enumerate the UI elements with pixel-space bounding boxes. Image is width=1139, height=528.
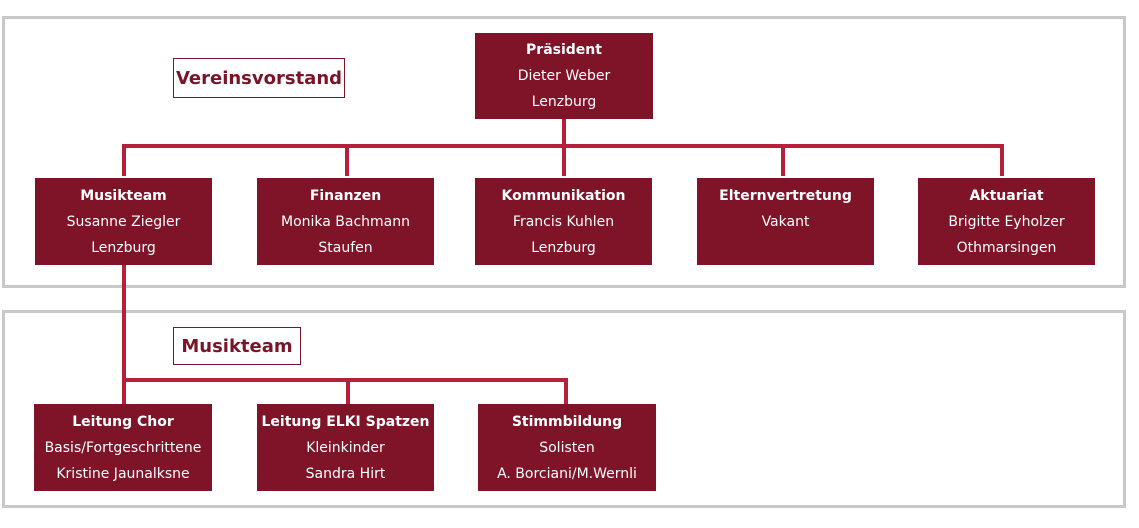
node-stimmbildung: Stimmbildung Solisten A. Borciani/M.Wern… — [478, 404, 656, 491]
node-line: Staufen — [318, 239, 373, 256]
node-title: Präsident — [526, 42, 602, 58]
node-line: Francis Kuhlen — [512, 213, 615, 230]
node-line: Basis/Fortgeschrittene — [44, 439, 202, 456]
node-title: Finanzen — [309, 187, 382, 204]
node-title: Stimmbildung — [511, 413, 623, 430]
node-line: Solisten — [539, 439, 595, 456]
node-line: Vakant — [761, 214, 810, 230]
node-leitung-elki: Leitung ELKI Spatzen Kleinkinder Sandra … — [257, 404, 434, 491]
node-line: Monika Bachmann — [280, 213, 410, 230]
node-title: Elternvertretung — [719, 188, 852, 204]
node-line: Lenzburg — [91, 239, 156, 256]
node-praesident: Präsident Dieter Weber Lenzburg — [475, 33, 653, 119]
node-line: Kristine Jaunalksne — [56, 465, 190, 482]
node-line: Lenzburg — [531, 239, 596, 256]
node-leitung-chor: Leitung Chor Basis/Fortgeschrittene Kris… — [34, 404, 212, 491]
node-line: Othmarsingen — [956, 239, 1057, 256]
node-line: Lenzburg — [531, 94, 597, 110]
node-kommunikation: Kommunikation Francis Kuhlen Lenzburg — [475, 178, 652, 265]
node-line: A. Borciani/M.Wernli — [497, 465, 637, 482]
node-musikteam: Musikteam Susanne Ziegler Lenzburg — [35, 178, 212, 265]
node-title: Musikteam — [80, 187, 167, 204]
section-label-musikteam: Musikteam — [173, 327, 301, 365]
node-title: Leitung Chor — [72, 413, 174, 430]
node-line: Sandra Hirt — [305, 465, 386, 482]
section-label-vereinsvorstand: Vereinsvorstand — [173, 58, 345, 98]
node-line: Kleinkinder — [306, 439, 385, 456]
node-aktuariat: Aktuariat Brigitte Eyholzer Othmarsingen — [918, 178, 1095, 265]
node-line: Dieter Weber — [517, 68, 611, 84]
node-line: Susanne Ziegler — [66, 213, 181, 230]
node-title: Kommunikation — [501, 187, 626, 204]
node-elternvertretung: Elternvertretung Vakant — [697, 178, 874, 265]
node-title: Leitung ELKI Spatzen — [261, 413, 430, 430]
node-finanzen: Finanzen Monika Bachmann Staufen — [257, 178, 434, 265]
node-title: Aktuariat — [969, 187, 1044, 204]
node-line: Brigitte Eyholzer — [948, 213, 1065, 230]
